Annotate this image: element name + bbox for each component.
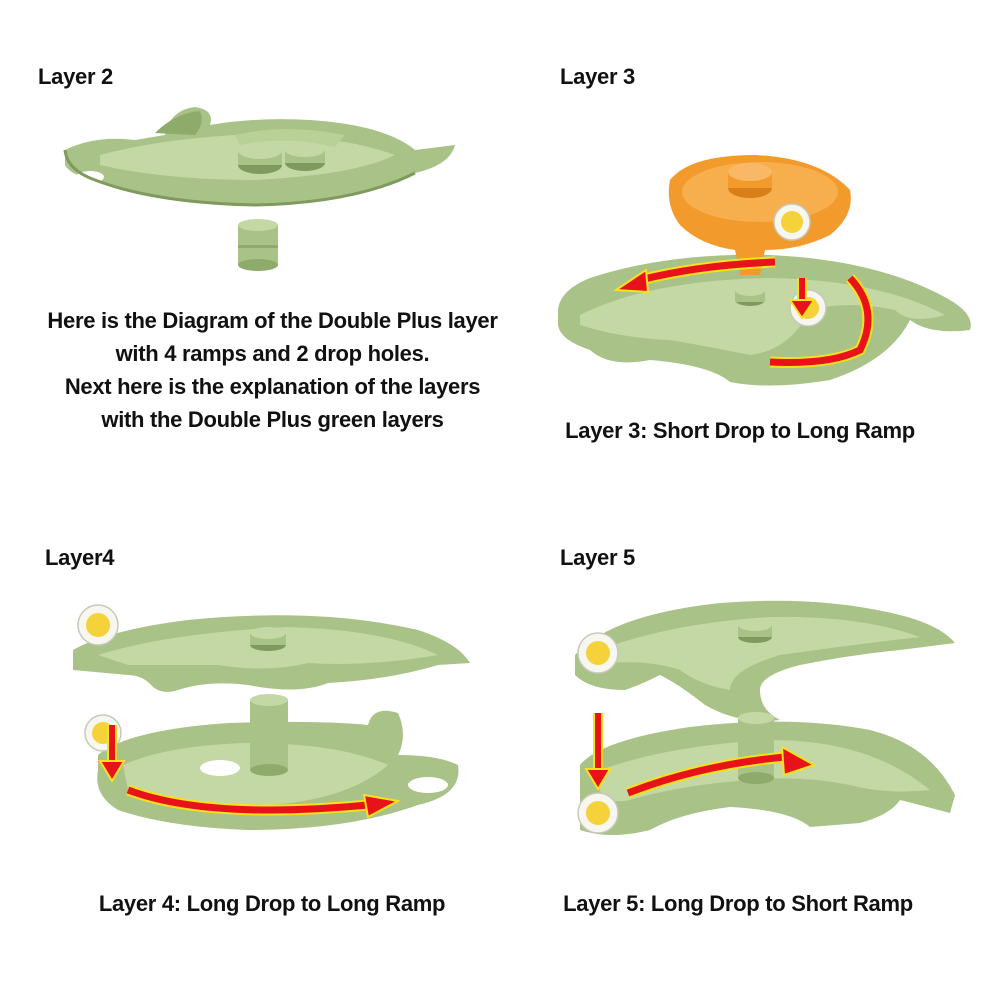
layer4-caption: Layer 4: Long Drop to Long Ramp — [98, 891, 446, 916]
flow-arrow-icon — [584, 713, 817, 799]
layer5-title: Layer 5 — [560, 545, 635, 570]
layer2-title: Layer 2 — [38, 64, 113, 89]
connector-tube-icon — [238, 219, 278, 271]
flow-arrow-icon — [612, 256, 874, 368]
layer3-title: Layer 3 — [560, 64, 635, 89]
layer3-caption: Layer 3: Short Drop to Long Ramp — [565, 418, 915, 443]
layer4-illustration — [73, 604, 470, 830]
track-layer-icon — [575, 600, 955, 721]
layer2-description: Here is the Diagram of the Double Plus l… — [20, 304, 525, 436]
ball-icon — [577, 632, 619, 834]
track-layer-icon — [73, 615, 470, 692]
description-line-2: with 4 ramps and 2 drop holes. — [115, 341, 430, 366]
track-layer-icon — [580, 712, 955, 835]
description-line-1: Here is the Diagram of the Double Plus l… — [47, 308, 498, 333]
layer4-title: Layer4 — [45, 545, 115, 570]
description-line-4: with the Double Plus green layers — [101, 407, 444, 432]
layer2-illustration — [63, 107, 455, 271]
track-layer-icon — [63, 107, 455, 207]
track-layer-icon — [558, 254, 971, 386]
layer5-caption: Layer 5: Long Drop to Short Ramp — [563, 891, 913, 916]
layer5-illustration — [575, 600, 955, 835]
layer3-illustration — [558, 155, 971, 386]
flow-arrow-icon — [98, 725, 402, 819]
description-line-3: Next here is the explanation of the laye… — [64, 374, 481, 399]
